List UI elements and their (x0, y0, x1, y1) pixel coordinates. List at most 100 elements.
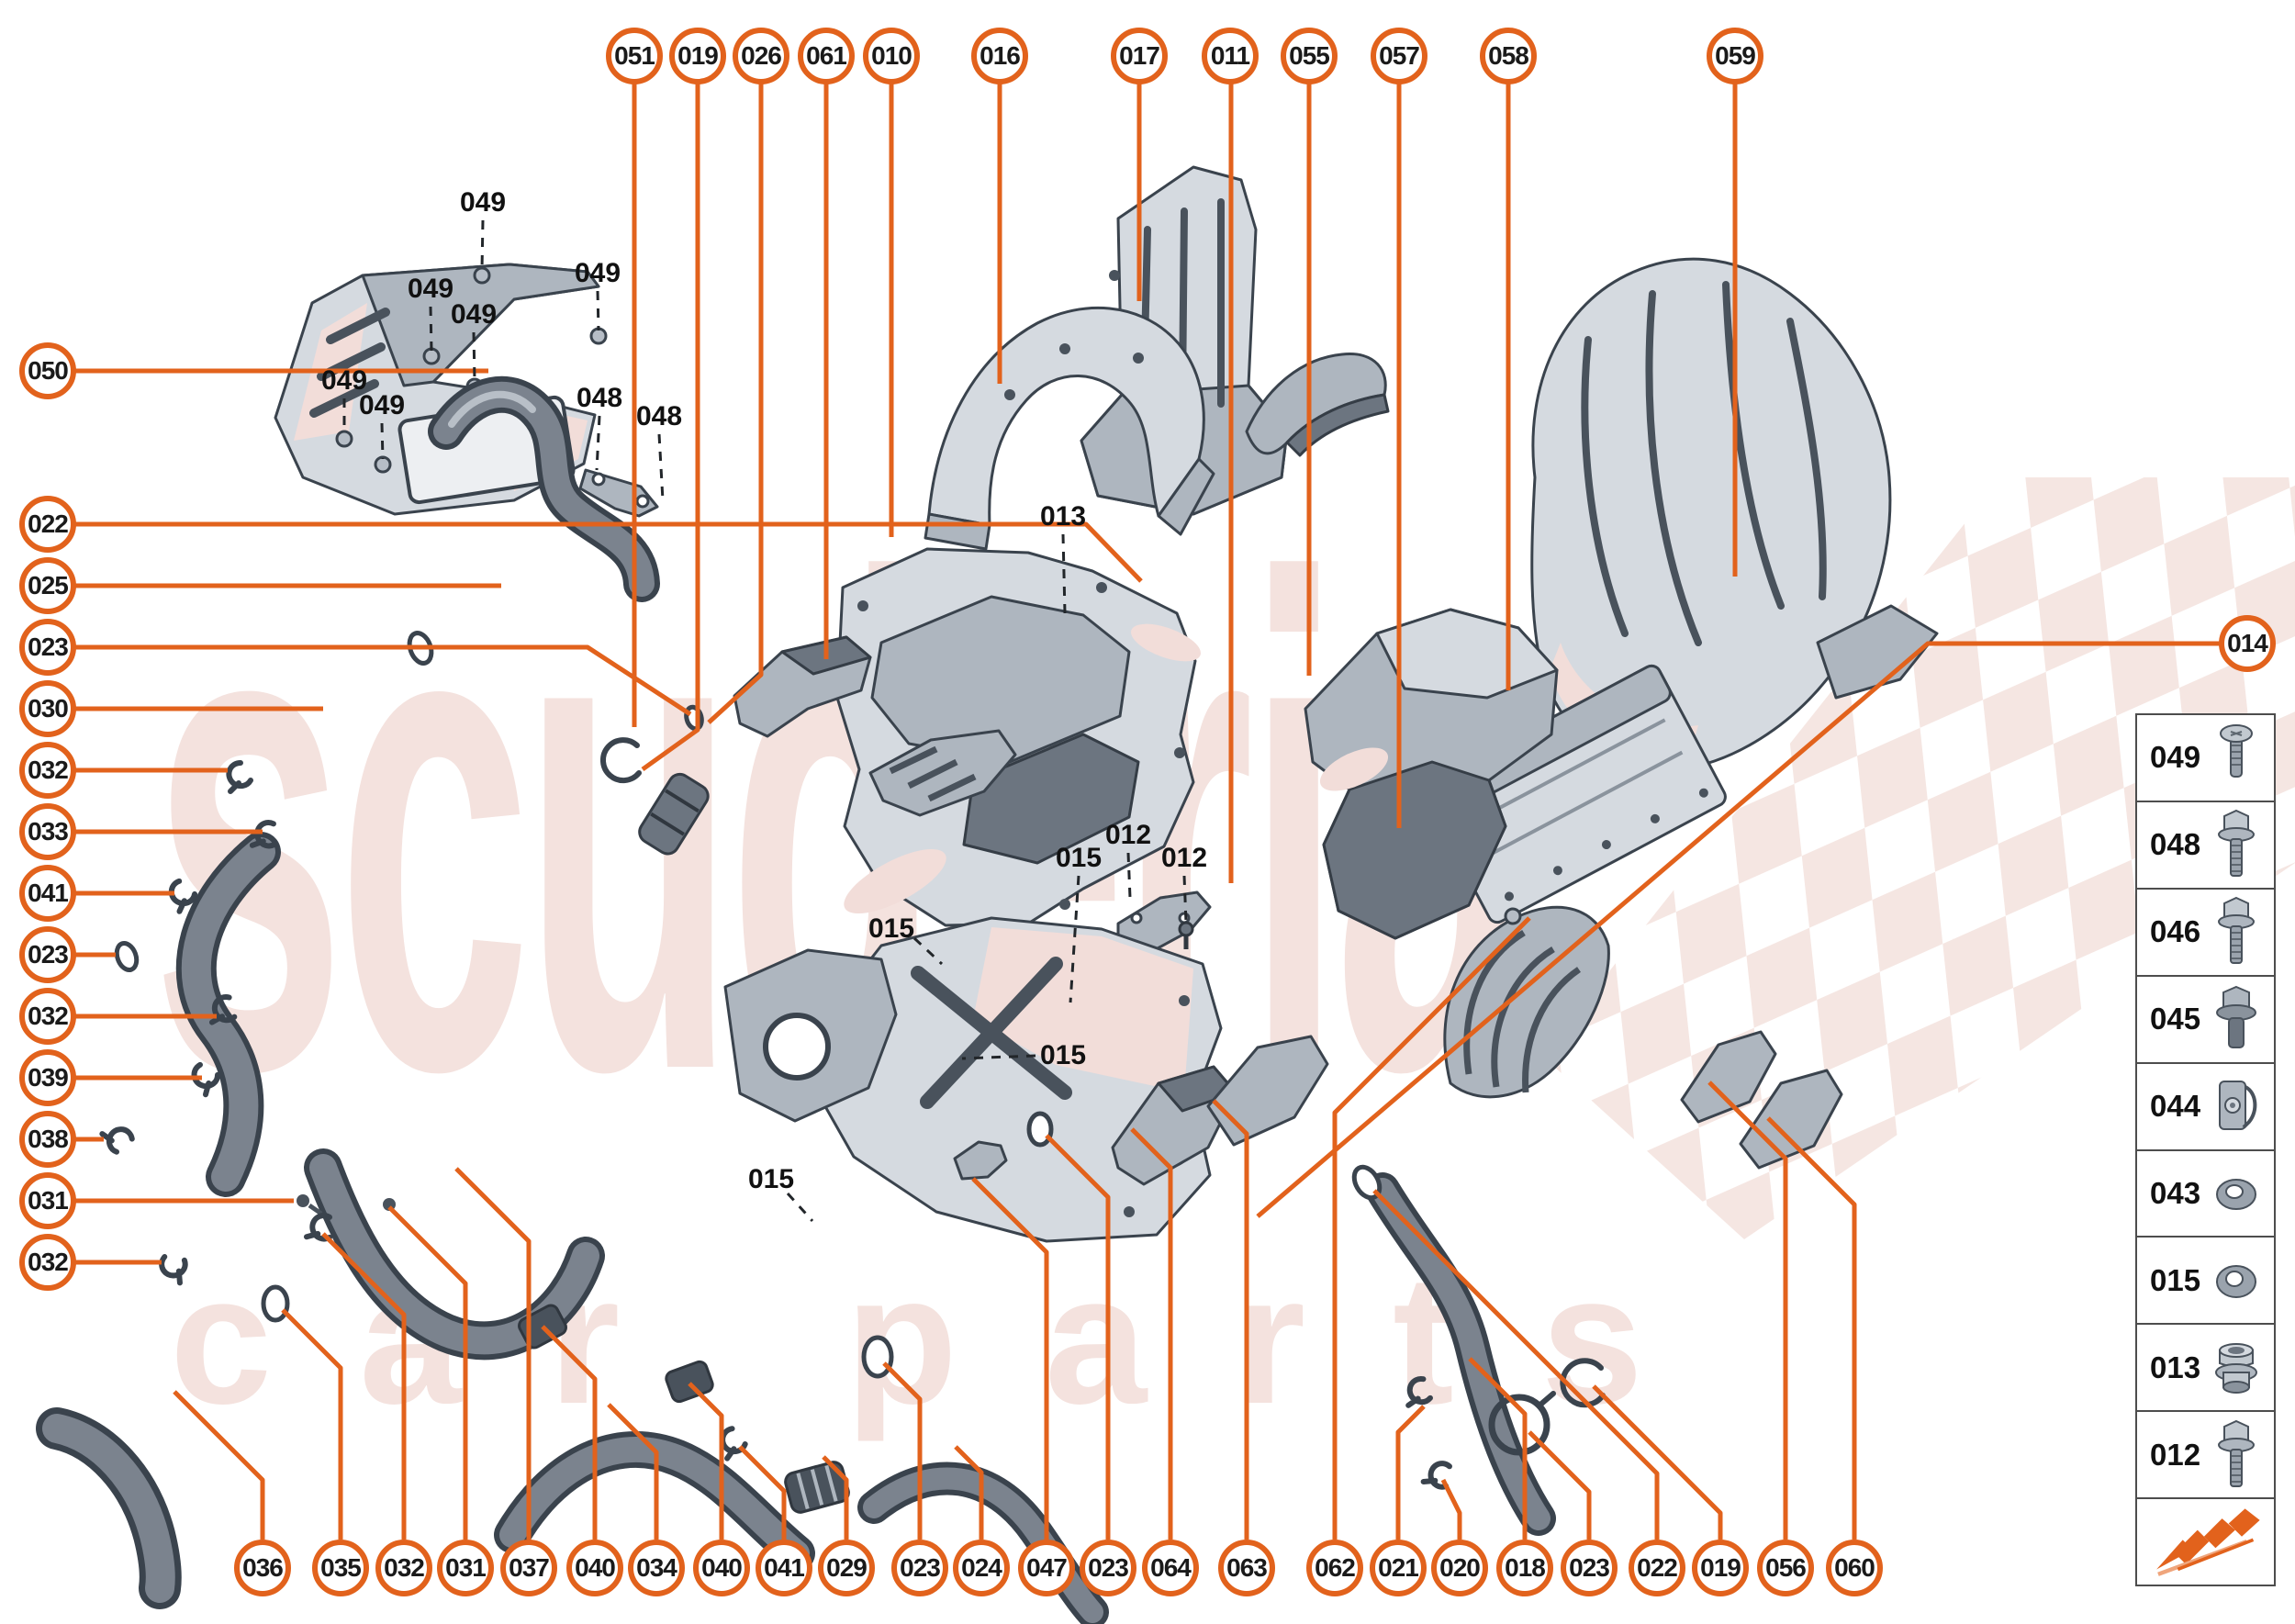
balloon-010[interactable]: 010 (863, 28, 920, 84)
part-illustration-020-clip (1422, 1459, 1457, 1495)
balloon-041-a[interactable]: 041 (19, 865, 76, 922)
inline-label-012-1: 012 (1104, 820, 1152, 850)
balloon-019-b[interactable]: 019 (1692, 1540, 1749, 1596)
legend-row-045[interactable]: 045 (2137, 977, 2274, 1064)
inline-label-049-2: 049 (407, 274, 454, 304)
part-illustration-029-ribbed-connector (784, 1461, 850, 1514)
balloon-063[interactable]: 063 (1218, 1540, 1275, 1596)
balloon-032-d[interactable]: 032 (375, 1540, 432, 1596)
inline-label-012-2: 012 (1160, 843, 1208, 873)
legend-row-049[interactable]: 049 (2137, 715, 2274, 802)
balloon-055[interactable]: 055 (1281, 28, 1338, 84)
part-illustration-019-circlip (599, 737, 642, 784)
balloon-034[interactable]: 034 (628, 1540, 685, 1596)
legend-row-044[interactable]: 044 (2137, 1064, 2274, 1151)
balloon-037[interactable]: 037 (500, 1540, 557, 1596)
part-illustration-018-hose (1365, 1172, 1556, 1536)
balloon-058[interactable]: 058 (1480, 28, 1537, 84)
legend-row-logo[interactable] (2137, 1499, 2274, 1585)
legend-row-046[interactable]: 046 (2137, 890, 2274, 977)
inline-label-015-2: 015 (1055, 843, 1103, 873)
balloon-057[interactable]: 057 (1371, 28, 1427, 84)
balloon-011[interactable]: 011 (1202, 28, 1259, 84)
part-illustration-023-oring-e (114, 940, 140, 973)
watermark-car-parts: car parts (170, 1238, 1730, 1442)
balloon-017[interactable]: 017 (1111, 28, 1168, 84)
legend-label: 013 (2150, 1350, 2201, 1384)
balloon-041-b[interactable]: 041 (756, 1540, 812, 1596)
balloon-064[interactable]: 064 (1142, 1540, 1199, 1596)
balloon-023-d[interactable]: 023 (1080, 1540, 1136, 1596)
bolt-flange-icon (2218, 1419, 2255, 1487)
balloon-014[interactable]: 014 (2219, 615, 2276, 672)
balloon-050[interactable]: 050 (19, 342, 76, 399)
balloon-023-c[interactable]: 023 (891, 1540, 948, 1596)
washer-icon (2216, 1264, 2256, 1298)
inline-label-015-4: 015 (747, 1164, 795, 1194)
part-illustration-025-hose (428, 375, 660, 602)
balloon-030[interactable]: 030 (19, 680, 76, 737)
part-illustration-010-undertray (835, 547, 1201, 927)
balloon-023-e[interactable]: 023 (1561, 1540, 1618, 1596)
balloon-031[interactable]: 031 (19, 1172, 76, 1229)
balloon-026[interactable]: 026 (733, 28, 789, 84)
legend-label: 046 (2150, 914, 2201, 949)
balloon-061[interactable]: 061 (798, 28, 855, 84)
balloon-060[interactable]: 060 (1826, 1540, 1883, 1596)
balloon-018[interactable]: 018 (1496, 1540, 1553, 1596)
balloon-040-b[interactable]: 040 (693, 1540, 750, 1596)
balloon-019[interactable]: 019 (669, 28, 726, 84)
balloon-031-b[interactable]: 031 (437, 1540, 494, 1596)
balloon-022-b[interactable]: 022 (1629, 1540, 1685, 1596)
part-illustration-030-hose (175, 832, 281, 1197)
inline-label-049-3: 049 (450, 299, 498, 330)
balloon-039[interactable]: 039 (19, 1049, 76, 1106)
balloon-036[interactable]: 036 (234, 1540, 291, 1596)
balloon-020[interactable]: 020 (1431, 1540, 1488, 1596)
clip-nut-icon (2219, 1081, 2257, 1131)
legend-row-013[interactable]: 013 (2137, 1325, 2274, 1413)
legend-label: 048 (2150, 827, 2201, 862)
part-illustration-side-shield-with-hole (723, 948, 898, 1123)
balloon-035[interactable]: 035 (312, 1540, 369, 1596)
balloon-051[interactable]: 051 (606, 28, 663, 84)
part-illustration-036-hose (36, 1407, 182, 1609)
balloon-038[interactable]: 038 (19, 1111, 76, 1168)
balloon-062[interactable]: 062 (1306, 1540, 1363, 1596)
balloon-032-a[interactable]: 032 (19, 742, 76, 799)
balloon-023-b[interactable]: 023 (19, 926, 76, 983)
flange-nut-icon (2215, 1342, 2257, 1394)
balloon-022[interactable]: 022 (19, 496, 76, 553)
balloon-059[interactable]: 059 (1707, 28, 1763, 84)
balloon-024[interactable]: 024 (953, 1540, 1010, 1596)
balloon-021[interactable]: 021 (1370, 1540, 1427, 1596)
inline-label-048-2: 048 (635, 401, 683, 431)
fastener-legend: 049 048 046 (2135, 713, 2276, 1586)
legend-row-012[interactable]: 012 (2137, 1412, 2274, 1500)
balloon-029[interactable]: 029 (818, 1540, 875, 1596)
inline-label-015-1: 015 (868, 913, 915, 944)
legend-row-043[interactable]: 043 (2137, 1151, 2274, 1238)
balloon-016[interactable]: 016 (971, 28, 1028, 84)
legend-label: 043 (2150, 1175, 2201, 1210)
part-illustration-048-bracket (578, 468, 659, 518)
part-illustration-055-bracket (1245, 353, 1390, 457)
legend-label: 045 (2150, 1002, 2201, 1036)
screw-pan-head-icon (2220, 724, 2253, 778)
part-illustration-059-heat-shield (1530, 257, 1939, 772)
balloon-032-b[interactable]: 032 (19, 988, 76, 1045)
balloon-033[interactable]: 033 (19, 803, 76, 860)
inline-label-049-6: 049 (358, 390, 406, 420)
part-illustration-063-bracket (1206, 1035, 1329, 1147)
legend-row-048[interactable]: 048 (2137, 802, 2274, 890)
dashed-leader-lines (342, 219, 1188, 1223)
balloon-032-c[interactable]: 032 (19, 1234, 76, 1291)
part-illustration-032-clip-c (157, 1249, 193, 1284)
part-illustration-041-clip-b (721, 1427, 747, 1459)
balloon-047[interactable]: 047 (1018, 1540, 1075, 1596)
balloon-023-a[interactable]: 023 (19, 619, 76, 676)
balloon-025[interactable]: 025 (19, 557, 76, 614)
balloon-056[interactable]: 056 (1757, 1540, 1814, 1596)
legend-row-015[interactable]: 015 (2137, 1238, 2274, 1326)
balloon-040-a[interactable]: 040 (566, 1540, 623, 1596)
